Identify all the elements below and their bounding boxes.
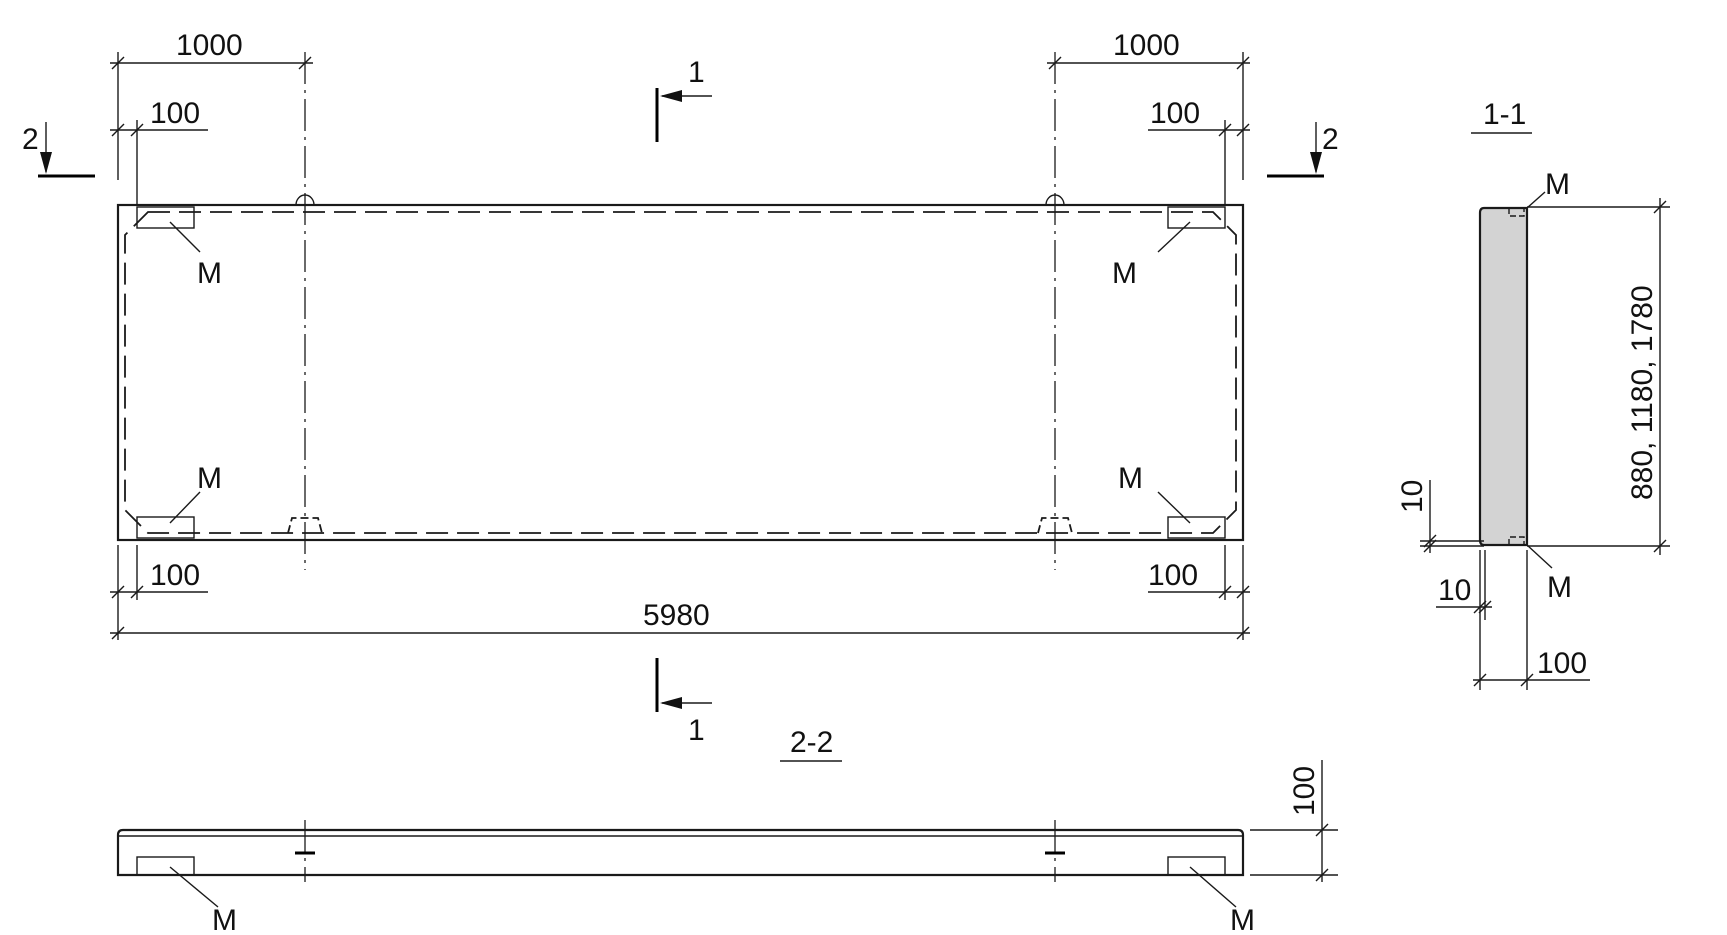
section-2-right-label: 2 [1322,123,1339,156]
section-1-1-dim-100: 100 [1537,647,1587,680]
panel-outline [116,203,1245,542]
section-1-1-dim-height: 880, 1180, 1780 [1626,285,1659,500]
embed-plate-bottom-left [136,516,195,539]
loop-anchor-left [287,517,323,534]
section-2-2-leader-m-left [169,866,219,908]
embed-plate-top-right [1167,206,1226,229]
tick [1473,673,1487,687]
section-2-right-arrow [1310,152,1322,174]
tick [1423,539,1437,553]
dim-5980: 5980 [643,599,710,632]
tick [1423,534,1437,548]
section-1-1-label-m-top: М [1545,168,1570,201]
section-2-2-label-m-right: М [1230,904,1255,935]
tick [1048,56,1062,70]
dim-100-br: 100 [1148,559,1198,592]
tick [1218,585,1232,599]
tick [1315,823,1329,837]
label-m-br: М [1118,462,1143,495]
leader-m-br [1157,491,1191,524]
tick [1653,200,1667,214]
section-1-top-label: 1 [688,56,705,89]
loop-anchor-right [1037,517,1073,534]
lift-loop-right [1045,194,1065,206]
tick [1236,585,1250,599]
section-1-1-dim-10-top: 10 [1396,480,1429,513]
dim-1000-right: 1000 [1113,29,1180,62]
tick [1315,868,1329,882]
section-1-1-embed-bottom [1508,536,1525,545]
section-2-2-embed-right [1167,856,1226,876]
section-2-2-title: 2-2 [790,726,833,759]
dim-100-tr: 100 [1150,97,1200,130]
tick [111,123,125,137]
lift-loop-left [295,194,315,206]
section-1-1-dim-10-side: 10 [1438,574,1471,607]
section-1-bottom-arrow [660,697,682,709]
section-1-bottom-label: 1 [688,714,705,747]
section-2-2-dim-100: 100 [1288,766,1321,816]
leader-m-bl [169,491,201,524]
leader-m-tl [169,221,201,253]
section-1-1-body [1478,206,1529,547]
dim-100-bl: 100 [150,559,200,592]
section-2-left-arrow [40,152,52,174]
section-1-1-title: 1-1 [1483,98,1526,131]
tick [111,585,125,599]
tick [130,123,144,137]
section-1-1-leader-m-bottom [1526,544,1553,569]
label-m-bl: М [197,462,222,495]
label-m-tl: М [197,257,222,290]
tick [1520,673,1534,687]
embed-plate-bottom-right [1167,516,1226,539]
section-1-1-leader-m-top [1526,191,1546,209]
tick [1218,123,1232,137]
embed-plate-top-left [136,206,195,229]
section-2-2-view: 2-2 М М 100 [116,726,1338,935]
section-1-1-label-m-bottom: М [1547,571,1572,604]
section-1-top-arrow [660,90,682,102]
tick [1236,123,1250,137]
label-m-tr: М [1112,257,1137,290]
section-2-2-embed-left [136,856,195,876]
section-2-2-body [116,828,1245,877]
tick [1653,539,1667,553]
plan-view: М М М М 1000 1000 100 100 [22,29,1339,747]
dim-100-tl: 100 [150,97,200,130]
tick [1478,600,1492,614]
leader-m-tr [1157,221,1191,253]
tick [111,626,125,640]
section-2-left-label: 2 [22,123,39,156]
section-2-2-leader-m-right [1189,866,1237,908]
tick [130,585,144,599]
tick [1236,56,1250,70]
section-2-2-label-m-left: М [212,904,237,935]
tick [111,56,125,70]
section-1-1-embed-top [1508,208,1525,217]
hidden-contour [124,211,1237,534]
tick [298,56,312,70]
tick [1473,600,1487,614]
section-1-1-view: 1-1 М М 880, 1180, 1780 10 10 [1396,98,1670,690]
tick [1236,626,1250,640]
dim-1000-left: 1000 [176,29,243,62]
